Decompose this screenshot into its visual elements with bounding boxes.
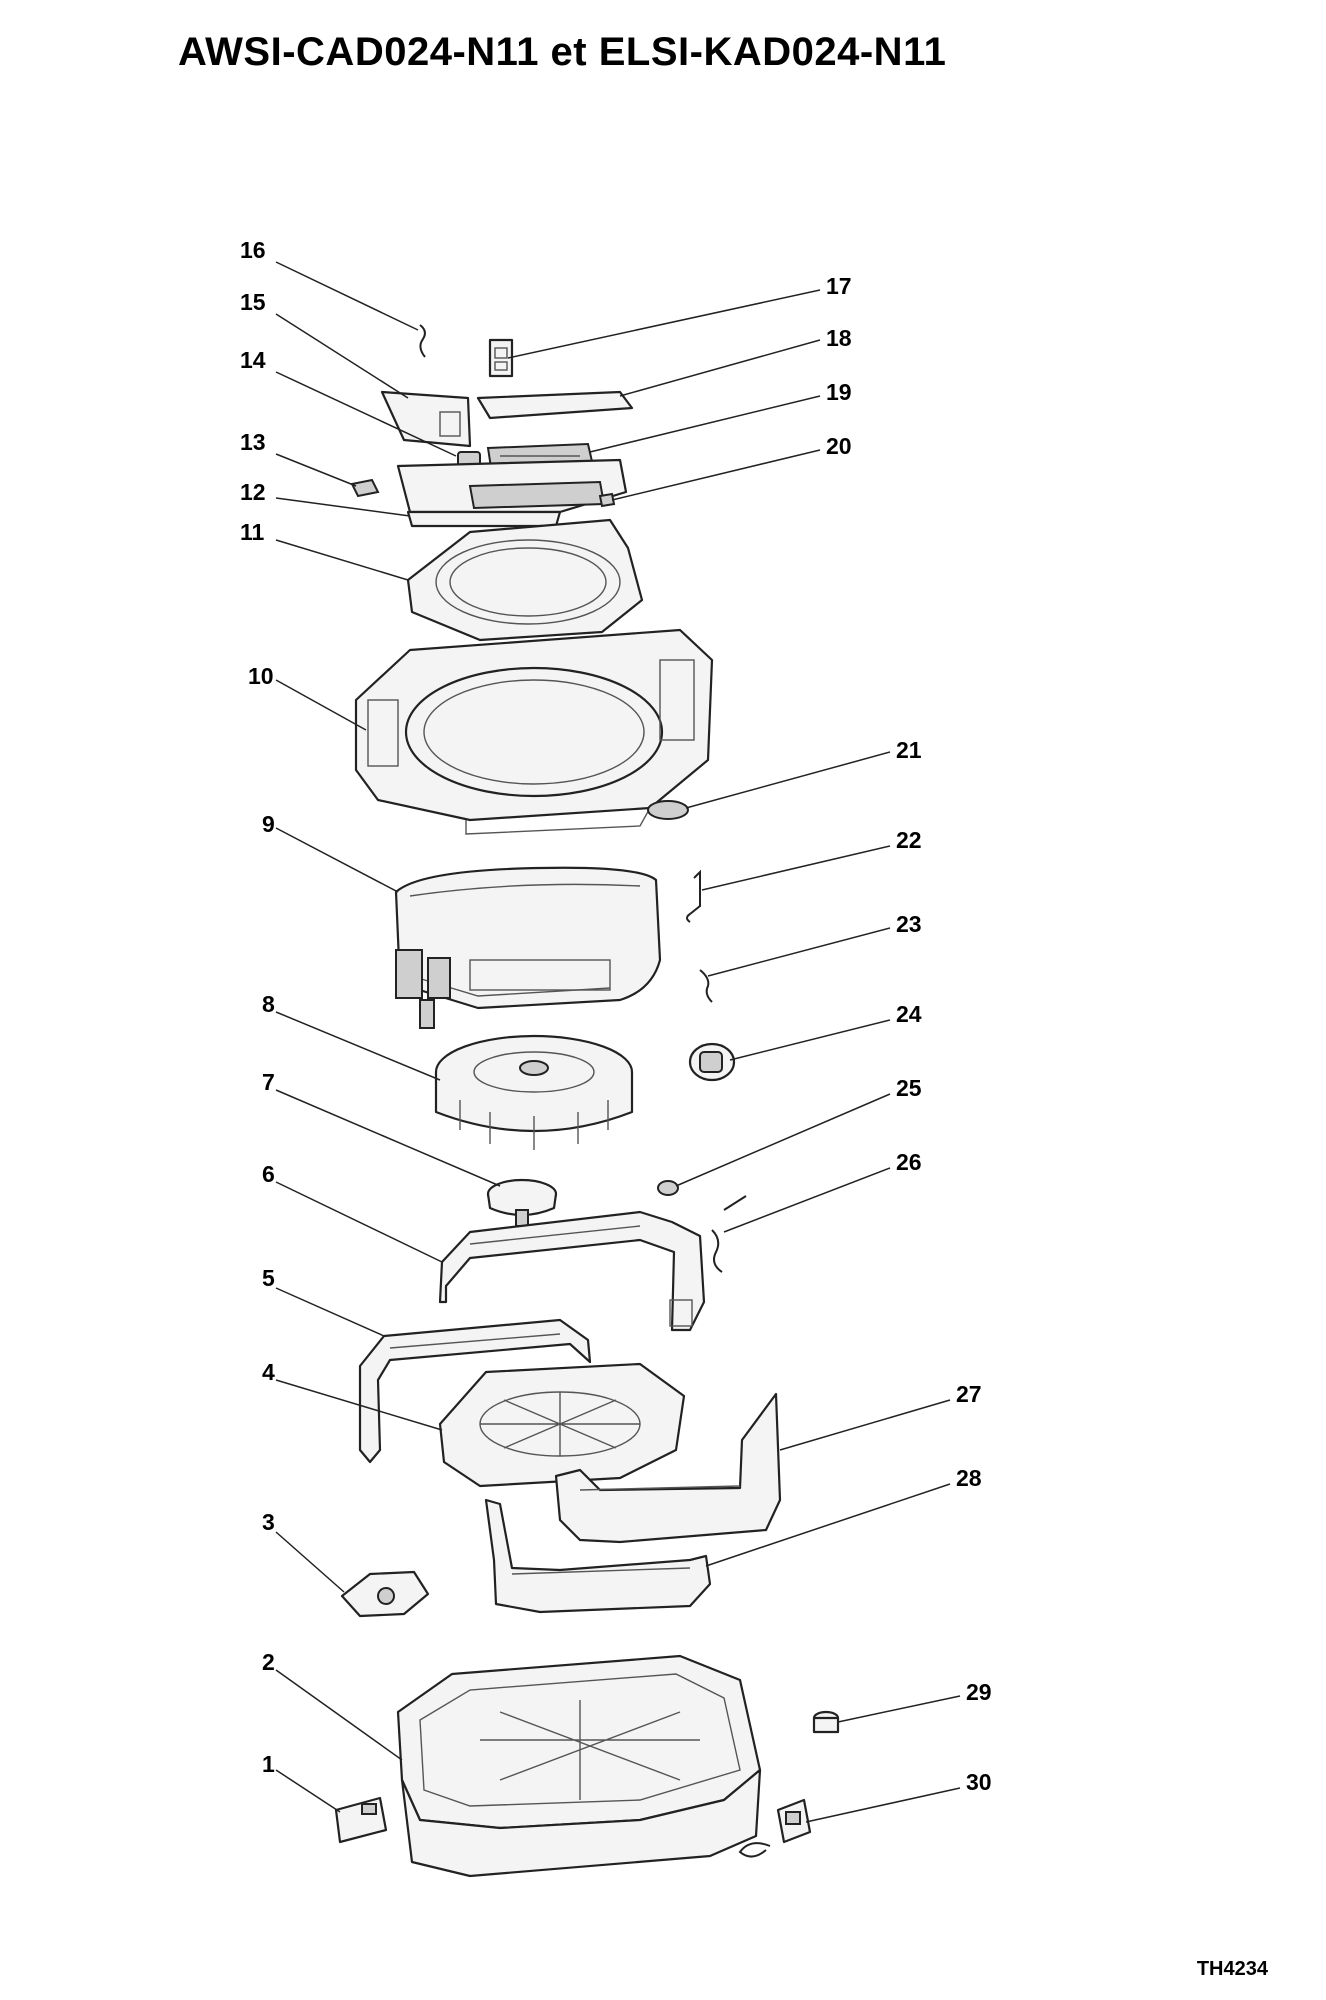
leader-7 [275, 1089, 501, 1187]
callout-21: 21 [896, 737, 922, 763]
part-22-float-switch [686, 869, 701, 923]
leader-2 [275, 1669, 403, 1761]
part-6-insulation [438, 1210, 706, 1332]
leader-10 [275, 679, 367, 731]
callout-10: 10 [248, 663, 274, 689]
callout-6: 6 [262, 1161, 275, 1187]
callout-11: 11 [240, 519, 265, 545]
part-23-thermistor [699, 969, 713, 1003]
part-16-clip [419, 324, 426, 358]
leader-21 [685, 751, 891, 809]
callout-19: 19 [826, 379, 852, 405]
leader-3 [275, 1531, 345, 1593]
callout-25: 25 [896, 1075, 922, 1101]
callout-8: 8 [262, 991, 275, 1017]
callout-7: 7 [262, 1069, 275, 1095]
leader-30 [805, 1787, 961, 1823]
callout-28: 28 [956, 1465, 982, 1491]
callout-9: 9 [262, 811, 275, 837]
leader-8 [275, 1011, 441, 1081]
part-8-fan [434, 1034, 634, 1150]
callout-4: 4 [262, 1359, 275, 1385]
callout-5: 5 [262, 1265, 275, 1291]
leader-9 [275, 827, 399, 893]
part-1-box [334, 1796, 388, 1844]
leader-19 [589, 395, 821, 453]
leader-5 [275, 1287, 385, 1337]
leader-16 [275, 261, 419, 331]
leader-lines [275, 261, 961, 1823]
part-30-remote [738, 1798, 812, 1858]
leader-18 [619, 339, 821, 397]
callout-15: 15 [240, 289, 266, 315]
callout-17: 17 [826, 273, 852, 299]
callout-12: 12 [240, 479, 266, 505]
leader-24 [729, 1019, 891, 1061]
part-29-cylinder [812, 1710, 840, 1734]
callout-20: 20 [826, 433, 852, 459]
part-3-bracket [340, 1570, 430, 1618]
leader-25 [675, 1093, 891, 1187]
diagram-title: AWSI-CAD024-N11 et ELSI-KAD024-N11 [178, 30, 947, 74]
leader-14 [275, 371, 457, 457]
leader-20 [611, 449, 821, 501]
leader-23 [707, 927, 891, 977]
part-11-gasket [406, 518, 644, 642]
part-5-insulation [358, 1318, 592, 1464]
leader-11 [275, 539, 409, 581]
callout-14: 14 [240, 347, 266, 373]
part-18-control-cover [476, 390, 634, 420]
callout-1: 1 [262, 1751, 275, 1777]
leader-1 [275, 1769, 341, 1813]
callout-22: 22 [896, 827, 922, 853]
part-21-cap [647, 800, 689, 820]
callout-27: 27 [956, 1381, 982, 1407]
part-25-nut [657, 1180, 679, 1196]
callout-30: 30 [966, 1769, 992, 1795]
part-15-cover [380, 390, 472, 448]
callout-26: 26 [896, 1149, 922, 1175]
part-24-pump [688, 1042, 736, 1082]
part-10-main-frame [354, 628, 714, 835]
part-7-motor [486, 1178, 558, 1227]
part-12-control-box [396, 458, 628, 528]
part-26-drain-hose [711, 1195, 747, 1273]
leader-27 [779, 1399, 951, 1451]
part-9-coil [394, 866, 662, 1029]
callout-18: 18 [826, 325, 852, 351]
callout-23: 23 [896, 911, 922, 937]
part-2-base-pan [396, 1654, 762, 1878]
leader-17 [507, 289, 821, 359]
leader-22 [701, 845, 891, 891]
callout-16: 16 [240, 237, 266, 263]
part-4-bell-mouth [438, 1362, 686, 1488]
part-27-side-panel [554, 1392, 782, 1544]
callout-2: 2 [262, 1649, 275, 1675]
leader-6 [275, 1181, 443, 1263]
callout-13: 13 [240, 429, 266, 455]
leader-4 [275, 1379, 443, 1431]
callout-labels: 16 15 14 13 12 11 10 9 8 7 6 5 4 3 2 1 1… [240, 237, 992, 1795]
drawing-reference: TH4234 [1196, 1958, 1268, 1980]
part-17-switch [488, 338, 514, 378]
callout-24: 24 [896, 1001, 922, 1027]
part-28-lower-insulation [484, 1498, 712, 1614]
leader-15 [275, 313, 409, 399]
leader-29 [837, 1695, 961, 1723]
leader-13 [275, 453, 357, 487]
leader-28 [705, 1483, 951, 1567]
part-13-terminal [350, 478, 380, 498]
parts-group [334, 324, 840, 1878]
callout-3: 3 [262, 1509, 275, 1535]
callout-29: 29 [966, 1679, 992, 1705]
part-20-screw [598, 492, 616, 508]
leader-26 [723, 1167, 891, 1233]
leader-12 [275, 497, 411, 517]
